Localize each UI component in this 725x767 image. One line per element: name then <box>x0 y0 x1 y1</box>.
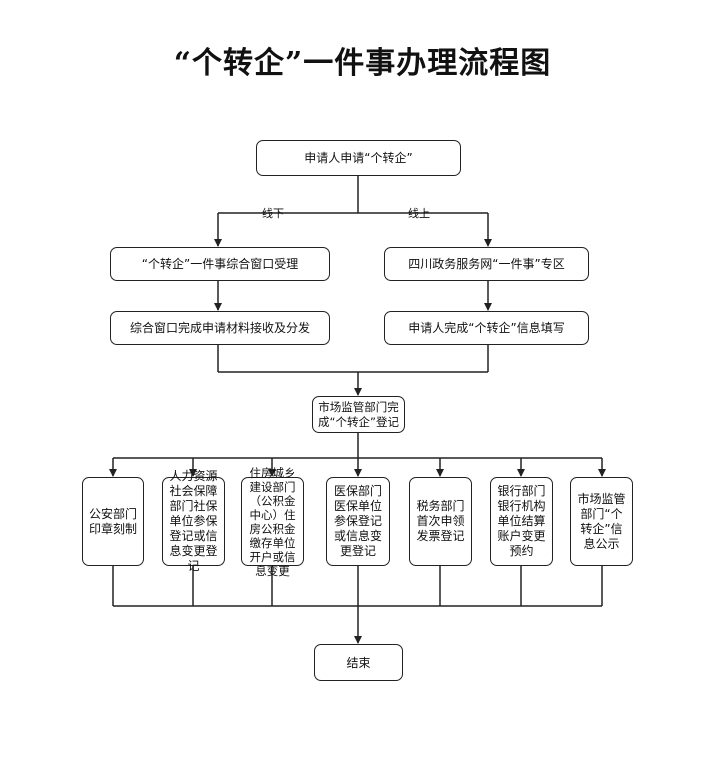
online-label: 线上 <box>408 207 430 220</box>
bank-node: 银行部门银行机构单位结算账户变更预约 <box>490 477 553 566</box>
housing-node: 住房城乡建设部门（公积金中心）住房公积金缴存单位开户或信息变更 <box>241 466 304 578</box>
offline-label: 线下 <box>262 207 284 220</box>
start-node: 申请人申请“个转企” <box>256 140 461 176</box>
market-registration-node: 市场监管部门完成“个转企”登记 <box>312 396 405 433</box>
page-title: “个转企”一件事办理流程图 <box>173 46 552 81</box>
end-node: 结束 <box>314 644 403 681</box>
window-accept-node: “个转企”一件事综合窗口受理 <box>110 247 330 281</box>
tax-node: 税务部门首次申领发票登记 <box>409 477 472 566</box>
window-done-node: 综合窗口完成申请材料接收及分发 <box>110 311 330 345</box>
portal-node: 四川政务服务网“一件事”专区 <box>384 247 589 281</box>
police-node: 公安部门印章刻制 <box>82 477 144 566</box>
hr-node: 人力资源社会保障部门社保单位参保登记或信息变更登记 <box>162 469 225 573</box>
fill-info-node: 申请人完成“个转企”信息填写 <box>384 311 589 345</box>
medical-node: 医保部门医保单位参保登记或信息变更登记 <box>326 477 390 566</box>
publicity-node: 市场监管部门“个转企”信息公示 <box>570 477 633 566</box>
